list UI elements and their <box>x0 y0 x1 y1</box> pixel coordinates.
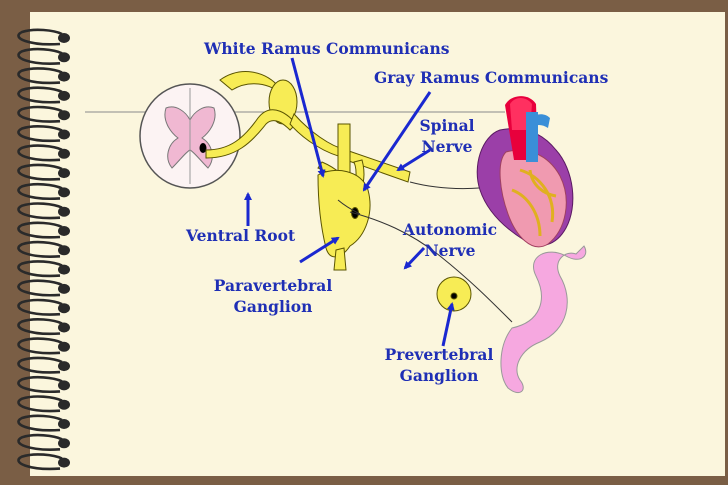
nerve-pathway <box>205 71 472 312</box>
spiral-ring <box>17 395 63 413</box>
spinal-nerve-label-line2: Nerve <box>421 137 473 156</box>
spiral-ring <box>17 28 63 46</box>
spiral-ring <box>17 298 63 316</box>
prevertebral-ganglion-label: Prevertebral Ganglion <box>376 344 502 386</box>
spiral-hole <box>58 303 70 314</box>
spiral-ring <box>17 240 63 258</box>
spiral-hole <box>58 341 70 352</box>
spinal-nerve-label-line1: Spinal <box>419 116 475 135</box>
spiral-hole <box>58 129 70 140</box>
spiral-ring <box>17 86 63 104</box>
spiral-hole <box>58 245 70 256</box>
intestine-icon <box>500 245 587 393</box>
paper-background <box>30 12 725 476</box>
arrow-paravertebral-ganglion <box>299 236 340 264</box>
spiral-binding-icon <box>17 28 70 471</box>
heart-icon <box>476 96 574 248</box>
spiral-hole <box>58 283 70 294</box>
spinal-cord-cross-section-icon <box>139 83 241 189</box>
paravertebral-ganglion-label-line1: Paravertebral <box>213 276 333 295</box>
arrow-white-ramus <box>290 57 326 178</box>
spiral-hole <box>58 419 70 429</box>
autonomic-nerve-label-line2: Nerve <box>424 241 476 260</box>
arrow-spinal-nerve <box>396 148 431 172</box>
paravertebral-ganglion-label: Paravertebral Ganglion <box>206 275 340 317</box>
spiral-hole <box>58 168 70 179</box>
spiral-ring <box>17 375 63 394</box>
spiral-ring <box>17 414 63 432</box>
spiral-ring <box>17 337 63 355</box>
white-ramus-label: White Ramus Communicans <box>204 39 450 58</box>
arrow-gray-ramus <box>362 91 432 192</box>
paravertebral-ganglion-label-line2: Ganglion <box>233 297 313 316</box>
spiral-hole <box>58 264 70 275</box>
autonomic-nerve-label: Autonomic Nerve <box>396 219 504 261</box>
spiral-hole <box>58 438 70 449</box>
spiral-ring <box>17 163 63 181</box>
spiral-ring <box>17 453 63 471</box>
prevertebral-ganglion-label-line1: Prevertebral <box>384 345 494 364</box>
spiral-hole <box>58 71 70 82</box>
spiral-ring <box>17 279 63 297</box>
spiral-ring <box>17 182 63 201</box>
spiral-ring <box>17 433 63 451</box>
ventral-root-label: Ventral Root <box>186 226 296 245</box>
autonomic-nerve-label-line1: Autonomic <box>402 220 498 239</box>
label-arrows <box>244 57 455 347</box>
spiral-ring <box>17 356 63 374</box>
spiral-ring <box>17 202 63 220</box>
spiral-hole <box>58 33 70 43</box>
spiral-ring <box>17 144 63 162</box>
spiral-ring <box>17 260 63 278</box>
spiral-hole <box>58 380 70 391</box>
spiral-ring <box>17 47 63 65</box>
spiral-hole <box>58 148 70 159</box>
arrow-prevertebral-ganglion <box>441 302 455 347</box>
spiral-hole <box>58 110 70 121</box>
spiral-hole <box>58 226 70 236</box>
spiral-hole <box>58 457 70 468</box>
prevertebral-ganglion-label-line2: Ganglion <box>399 366 479 385</box>
spiral-ring <box>17 221 63 239</box>
spiral-hole <box>58 206 70 217</box>
spiral-hole <box>58 322 70 333</box>
spiral-ring <box>17 67 63 85</box>
spiral-hole <box>58 399 70 410</box>
gray-ramus-label: Gray Ramus Communicans <box>374 68 609 87</box>
spiral-ring <box>17 318 63 336</box>
spiral-ring <box>17 125 63 143</box>
spiral-hole <box>58 361 70 372</box>
spiral-ring <box>17 105 63 123</box>
spiral-hole <box>58 187 70 198</box>
spiral-hole <box>58 90 70 101</box>
spiral-hole <box>58 52 70 63</box>
arrow-autonomic-nerve <box>403 246 426 270</box>
spinal-nerve-label: Spinal Nerve <box>411 115 483 157</box>
